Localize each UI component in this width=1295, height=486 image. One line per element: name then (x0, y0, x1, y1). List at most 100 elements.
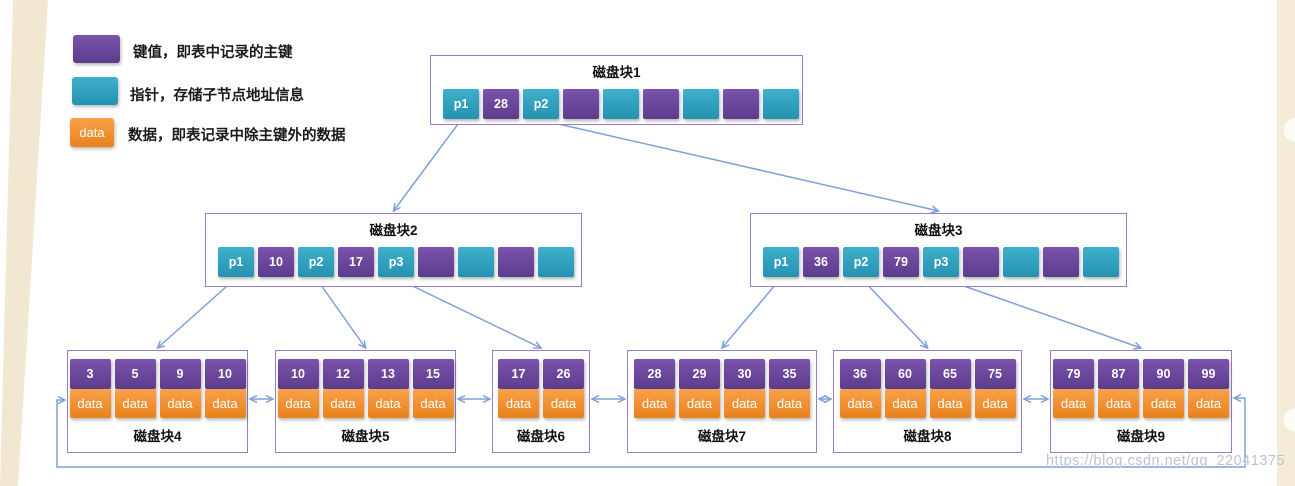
data-cell: data (634, 389, 675, 418)
data-cell: data (277, 389, 319, 418)
disk-block-2-title: 磁盘块2 (369, 223, 418, 238)
pointer-cell (763, 89, 799, 119)
key-cell: 10 (277, 359, 319, 389)
key-cell: 79 (1053, 359, 1094, 389)
pointer-cell (603, 89, 639, 119)
key-cell: 99 (1188, 359, 1229, 389)
pointer-cell: p1 (443, 89, 479, 119)
pointer-cell (1083, 247, 1119, 277)
legend-key-label: 键值，即表中记录的主键 (133, 45, 293, 61)
data-cell: data (322, 389, 364, 418)
data-cell: data (114, 389, 156, 418)
key-cell: 65 (929, 359, 971, 389)
data-cell: data (769, 389, 810, 418)
key-cell: 15 (412, 359, 454, 389)
data-cell: data (1143, 389, 1184, 418)
pointer-cell: p1 (763, 247, 799, 277)
pointer-cell (1003, 247, 1039, 277)
page-edge-left (0, 0, 48, 486)
legend-pointer-label: 指针，存储子节点地址信息 (130, 88, 304, 104)
key-cell (498, 247, 534, 277)
disk-block-6-title: 磁盘块6 (516, 429, 565, 444)
key-cell: 36 (803, 247, 839, 277)
key-cell (563, 89, 599, 119)
pointer-cell: p3 (923, 247, 959, 277)
data-cell: data (412, 389, 454, 418)
key-cell (1043, 247, 1079, 277)
disk-block-3-title: 磁盘块3 (914, 223, 963, 238)
key-cell: 75 (974, 359, 1016, 389)
data-cell: data (679, 389, 720, 418)
disk-block-1-title: 磁盘块1 (592, 65, 641, 80)
csdn-watermark: https://blog.csdn.net/qq_22041375 (1045, 453, 1285, 469)
disk-block-9-title: 磁盘块9 (1116, 429, 1165, 444)
key-cell: 90 (1143, 359, 1184, 389)
key-cell: 13 (367, 359, 409, 389)
key-cell: 87 (1098, 359, 1139, 389)
pointer-cell: p3 (378, 247, 414, 277)
pointer-cell (458, 247, 494, 277)
key-cell: 3 (69, 359, 111, 389)
key-cell: 29 (679, 359, 720, 389)
data-cell: data (159, 389, 201, 418)
data-cell: data (1188, 389, 1229, 418)
legend-data-swatch: data (70, 118, 114, 147)
key-cell: 60 (884, 359, 926, 389)
legend-key-swatch (73, 35, 120, 63)
pointer-cell: p2 (298, 247, 334, 277)
disk-block-7-title: 磁盘块7 (697, 429, 746, 444)
key-cell: 79 (883, 247, 919, 277)
data-cell: data (974, 389, 1016, 418)
key-cell: 5 (114, 359, 156, 389)
data-cell: data (724, 389, 765, 418)
data-cell: data (498, 389, 539, 418)
disk-block-4-title: 磁盘块4 (133, 429, 182, 444)
key-cell: 26 (543, 359, 584, 389)
data-cell: data (929, 389, 971, 418)
key-cell: 36 (839, 359, 881, 389)
key-cell: 17 (338, 247, 374, 277)
pointer-cell: p1 (218, 247, 254, 277)
pointer-cell (538, 247, 574, 277)
key-cell: 35 (769, 359, 810, 389)
legend-data-label: 数据，即表记录中除主键外的数据 (128, 128, 346, 144)
legend-pointer-swatch (72, 77, 118, 105)
key-cell: 10 (204, 359, 246, 389)
pointer-cell: p2 (843, 247, 879, 277)
data-cell: data (1053, 389, 1094, 418)
key-cell (963, 247, 999, 277)
pointer-cell (683, 89, 719, 119)
data-cell: data (204, 389, 246, 418)
